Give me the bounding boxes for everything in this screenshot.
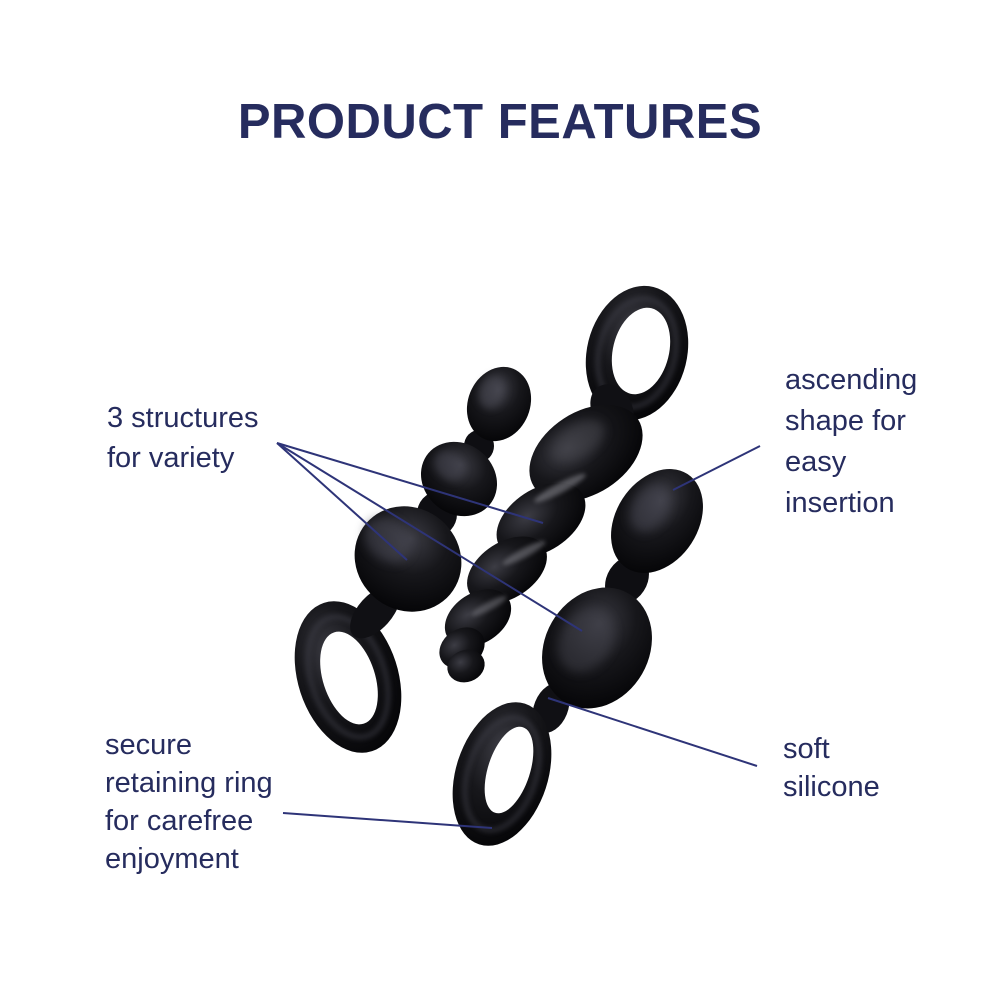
- callout-line-retaining-ring: [282, 812, 493, 829]
- highlight: [471, 595, 507, 617]
- highlight: [433, 451, 465, 481]
- callout-lines: [276, 442, 761, 829]
- bulb-plug-ring-sheen: [462, 714, 542, 834]
- beaded-plug-illustration: [294, 366, 532, 753]
- highlight: [629, 484, 671, 532]
- highlight: [502, 541, 546, 565]
- highlight: [551, 419, 605, 463]
- highlight: [364, 517, 412, 563]
- callout-line-structures-bulb: [276, 442, 583, 632]
- beaded-plug-ring-hole: [320, 631, 378, 725]
- bulb-plug-illustration: [452, 468, 703, 846]
- beaded-plug-ring-sheen: [304, 613, 392, 741]
- twisted-plug-illustration: [439, 285, 689, 683]
- highlight: [534, 473, 586, 503]
- twisted-plug-tip: [447, 649, 485, 683]
- bulb-plug-ring-hole: [484, 726, 534, 814]
- callout-line-structures-twist: [276, 442, 544, 524]
- callout-structures-label: 3 structures for variety: [107, 402, 259, 474]
- highlight: [478, 375, 506, 409]
- callout-line-structures-beads: [276, 442, 408, 561]
- twisted-plug-ring-hole: [611, 307, 671, 395]
- callout-line-ascending: [672, 445, 761, 491]
- callout-soft-silicone-label: soft silicone: [783, 733, 880, 803]
- page-title: PRODUCT FEATURES: [237, 95, 763, 149]
- callout-retaining-ring-label: secure retaining ring for carefree enjoy…: [105, 729, 273, 875]
- callout-line-soft-silicone: [547, 697, 758, 767]
- callout-ascending-shape-label: ascending shape for easy insertion: [785, 364, 918, 519]
